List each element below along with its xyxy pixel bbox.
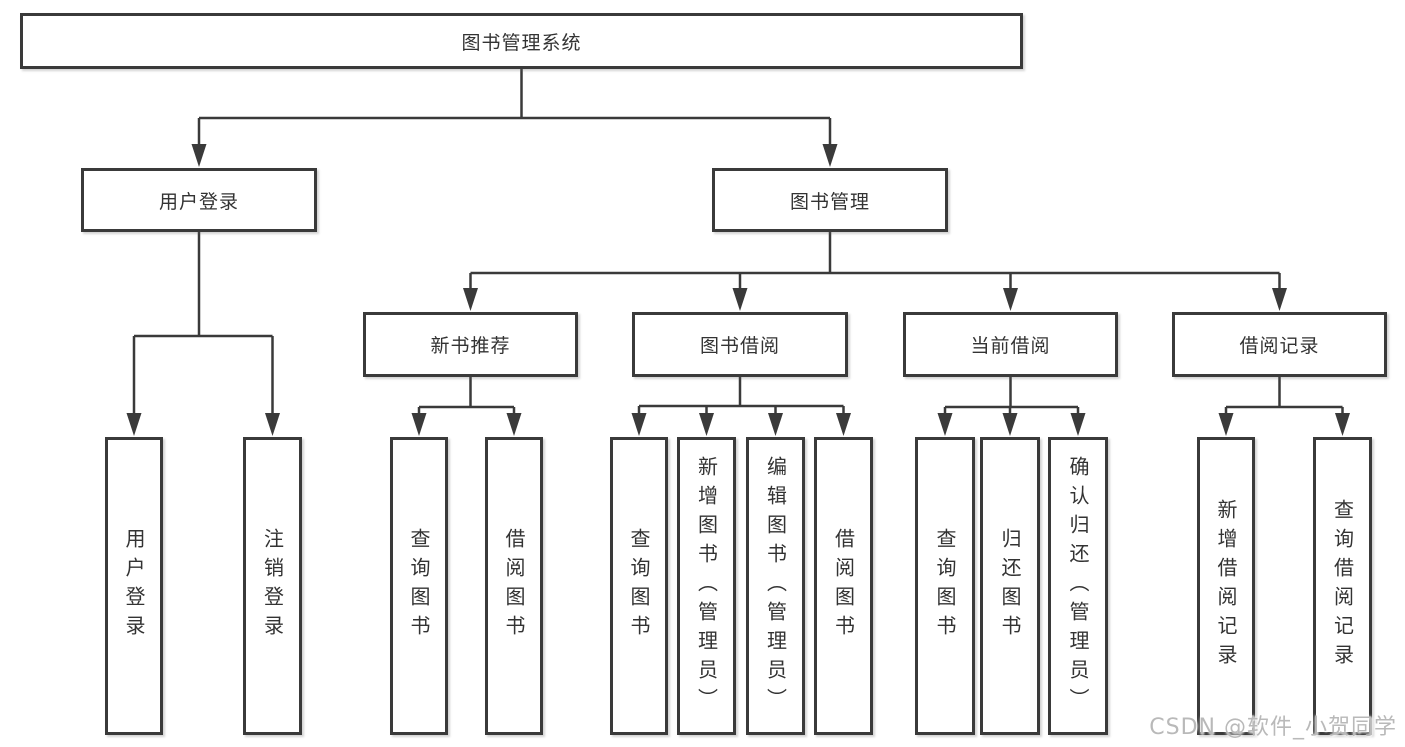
- leaf-bb-query-books: 查询图书: [610, 437, 668, 735]
- leaf-bb-query-books-label: 查询图书: [627, 528, 651, 644]
- node-book-borrow-label: 图书借阅: [699, 335, 780, 357]
- leaf-bb-borrow-books-label: 借阅图书: [831, 528, 856, 644]
- leaf-bb-edit-books-admin: 编辑图书（管理员）: [746, 437, 805, 735]
- node-book-borrow: 图书借阅: [632, 312, 848, 377]
- leaf-br-add-record: 新增借阅记录: [1197, 437, 1255, 735]
- leaf-cb-return-books: 归还图书: [980, 437, 1040, 735]
- leaf-logout: 注销登录: [243, 437, 302, 735]
- leaf-bb-edit-books-admin-label: 编辑图书（管理员）: [763, 455, 788, 717]
- node-new-book-recommend: 新书推荐: [363, 312, 578, 377]
- leaf-logout-label: 注销登录: [260, 528, 285, 644]
- node-borrow-records: 借阅记录: [1172, 312, 1387, 377]
- node-borrow-records-label: 借阅记录: [1239, 335, 1320, 357]
- node-user-login: 用户登录: [81, 168, 317, 232]
- leaf-bb-borrow-books: 借阅图书: [814, 437, 873, 735]
- leaf-user-login: 用户登录: [105, 437, 163, 735]
- node-book-management: 图书管理: [712, 168, 948, 232]
- leaf-cb-return-books-label: 归还图书: [998, 528, 1022, 644]
- node-current-borrow-label: 当前借阅: [970, 335, 1051, 357]
- leaf-nb-query-books: 查询图书: [390, 437, 448, 735]
- leaf-br-query-record: 查询借阅记录: [1313, 437, 1372, 735]
- leaf-bb-add-books-admin: 新增图书（管理员）: [677, 437, 736, 735]
- leaf-cb-query-books-label: 查询图书: [933, 528, 957, 644]
- watermark: CSDN @软件_小贺同学: [1149, 715, 1397, 740]
- leaf-br-add-record-label: 新增借阅记录: [1214, 499, 1238, 673]
- node-new-book-recommend-label: 新书推荐: [430, 335, 511, 357]
- leaf-nb-borrow-books: 借阅图书: [485, 437, 543, 735]
- leaf-cb-query-books: 查询图书: [915, 437, 975, 735]
- leaf-nb-query-books-label: 查询图书: [407, 528, 431, 644]
- leaf-cb-confirm-return-admin-label: 确认归还（管理员）: [1066, 455, 1090, 717]
- leaf-user-login-label: 用户登录: [122, 528, 146, 644]
- node-book-management-label: 图书管理: [789, 190, 870, 213]
- node-current-borrow: 当前借阅: [903, 312, 1118, 377]
- leaf-nb-borrow-books-label: 借阅图书: [502, 528, 526, 644]
- leaf-cb-confirm-return-admin: 确认归还（管理员）: [1048, 437, 1108, 735]
- node-root-label: 图书管理系统: [461, 31, 582, 54]
- leaf-br-query-record-label: 查询借阅记录: [1330, 499, 1355, 673]
- leaf-bb-add-books-admin-label: 新增图书（管理员）: [694, 455, 719, 717]
- node-user-login-label: 用户登录: [158, 190, 239, 213]
- node-root: 图书管理系统: [20, 13, 1023, 69]
